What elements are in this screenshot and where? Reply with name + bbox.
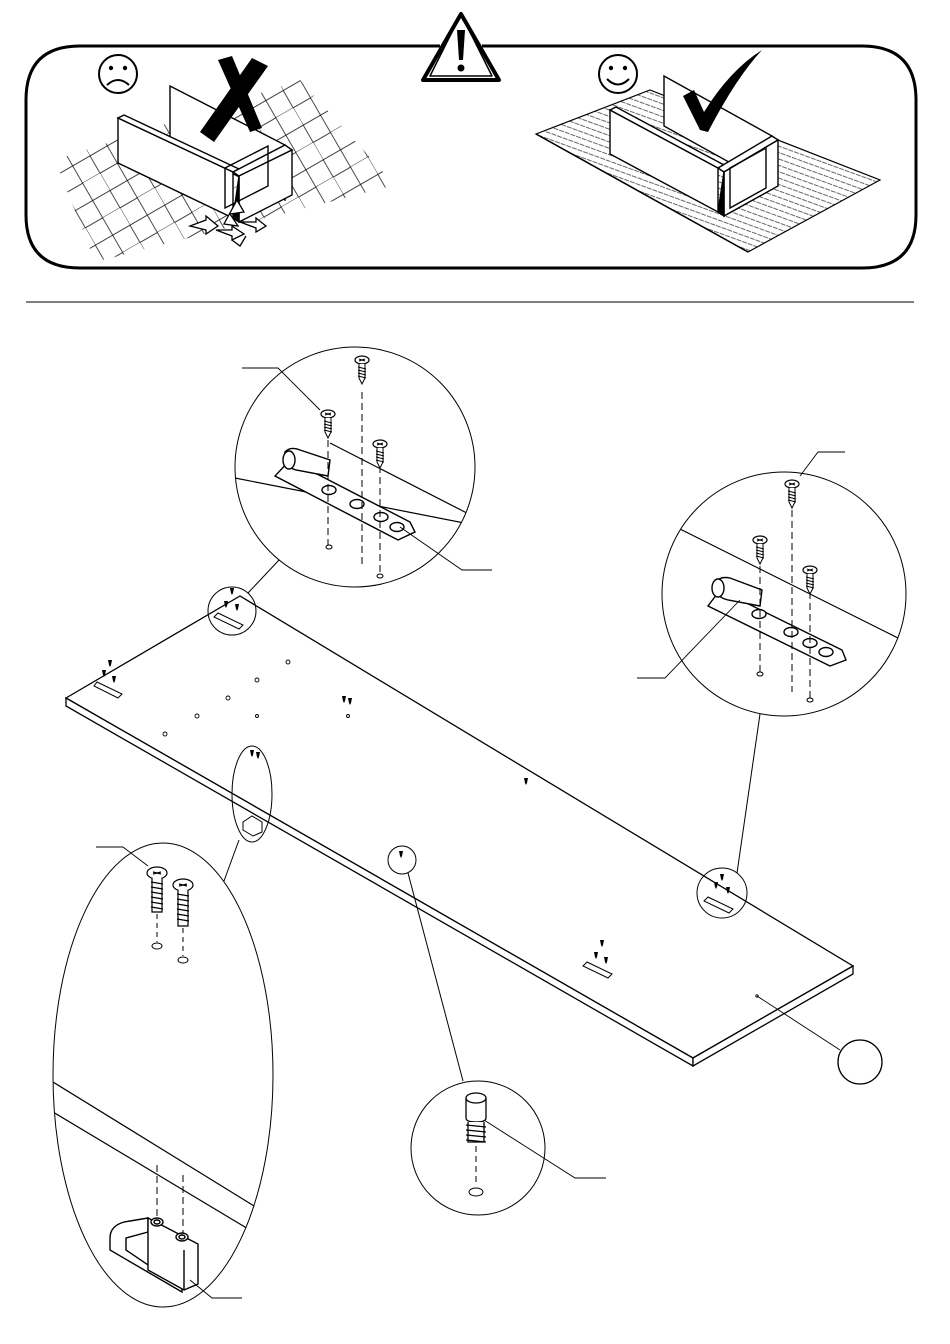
sad-face-icon [99, 55, 137, 93]
board-handle-mark [243, 816, 262, 836]
happy-face-icon [599, 55, 637, 93]
warning-panel [26, 14, 916, 268]
hinge-detail-upper-left [235, 347, 500, 587]
hinge-detail-right [637, 452, 906, 716]
good-example-scene [536, 50, 880, 252]
handle-detail-lower-left [53, 843, 280, 1307]
shelf-pin-icon [466, 1093, 486, 1142]
shelf-pin-detail [411, 1081, 606, 1215]
